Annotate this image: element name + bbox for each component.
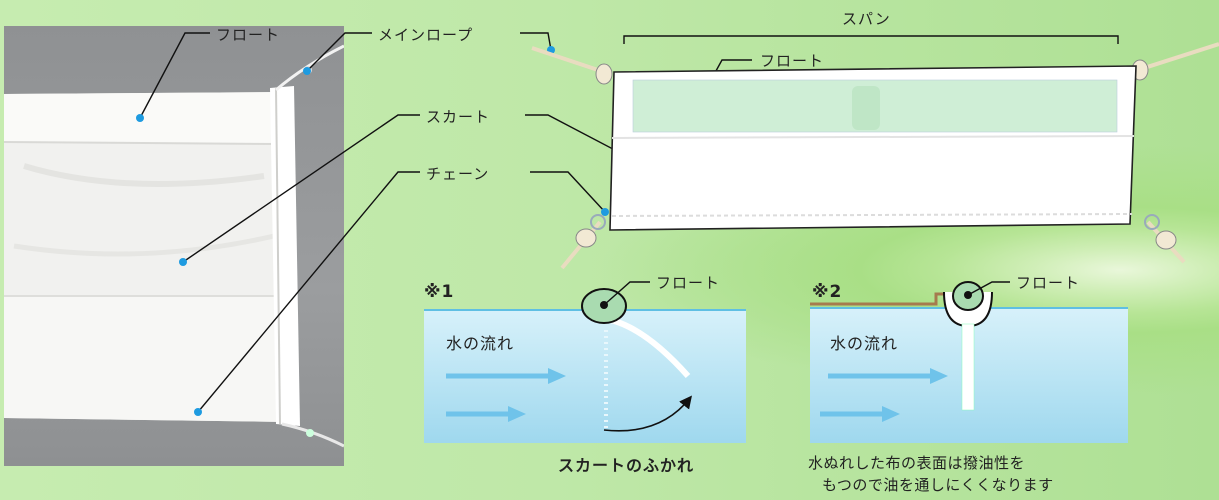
main-rope-leader-line — [306, 32, 372, 72]
main-rope-right-leader-line — [520, 32, 552, 51]
label-float-right: フロート — [760, 52, 825, 70]
chain-leader-line — [197, 171, 420, 413]
label-span: スパン — [842, 10, 891, 28]
span-bracket — [623, 35, 1119, 44]
panel2-skirt — [961, 323, 975, 411]
label-main-rope: メインロープ — [378, 26, 474, 44]
panel1-caption: スカートのふかれ — [558, 456, 695, 475]
float-leader-line — [139, 32, 210, 119]
photo-drawing — [4, 44, 344, 448]
panel1-water-flow: 水の流れ — [446, 334, 515, 353]
panel1-float-label: フロート — [656, 274, 721, 292]
panel1-marker: ※1 — [424, 282, 455, 302]
panel2-marker: ※2 — [812, 282, 843, 302]
label-chain: チェーン — [426, 165, 490, 183]
panel1-drawing — [424, 281, 746, 443]
panel2-caption-line2: もつので油を通しにくくなります — [822, 476, 1054, 494]
panel2-water-flow: 水の流れ — [830, 334, 899, 353]
fence-illustration — [531, 42, 1219, 270]
label-skirt: スカート — [426, 108, 491, 126]
chain-marker-dot — [194, 408, 202, 416]
skirt-marker-dot — [179, 258, 187, 266]
chain-right-leader-line — [530, 171, 606, 213]
panel2-caption-line1: 水ぬれした布の表面は撥油性を — [808, 454, 1026, 472]
label-float: フロート — [216, 26, 281, 44]
chain-right-dot — [601, 208, 609, 216]
oil-fence-photo — [4, 26, 344, 466]
oil-film — [810, 292, 948, 306]
main-rope-marker-dot — [303, 67, 311, 75]
skirt-leader-line — [182, 114, 420, 263]
float-marker-dot — [136, 114, 144, 122]
panel2-drawing — [810, 281, 1128, 443]
panel2-float-label: フロート — [1016, 274, 1081, 292]
